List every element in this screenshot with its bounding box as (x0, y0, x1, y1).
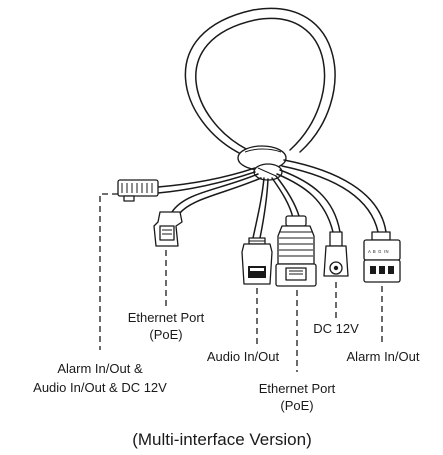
label-ethernet-left-line1: Ethernet Port (128, 310, 205, 325)
diagram-caption: (Multi-interface Version) (132, 430, 312, 449)
label-ethernet-left-line2: (PoE) (149, 327, 182, 342)
leader-lines (99, 193, 383, 372)
ethernet-jack (275, 215, 317, 287)
label-combo-line1: Alarm In/Out & (57, 361, 143, 376)
ethernet-plug-left (153, 211, 183, 247)
dc-barrel-connector (323, 231, 349, 277)
label-ethernet-bottom-line1: Ethernet Port (259, 381, 336, 396)
alarm-block-marking: A B G IN (368, 249, 389, 254)
label-audio: Audio In/Out (207, 349, 280, 364)
branch-cables (157, 159, 387, 239)
terminal-connector (117, 179, 159, 202)
label-alarm: Alarm In/Out (347, 349, 420, 364)
audio-connector (241, 237, 273, 285)
main-cable-loop (184, 7, 336, 155)
alarm-terminal-block: A B G IN (363, 231, 401, 283)
label-combo-line2: Audio In/Out & DC 12V (33, 380, 167, 395)
cable-hub (237, 145, 287, 181)
label-dc12v: DC 12V (313, 321, 359, 336)
label-ethernet-bottom-line2: (PoE) (280, 398, 313, 413)
